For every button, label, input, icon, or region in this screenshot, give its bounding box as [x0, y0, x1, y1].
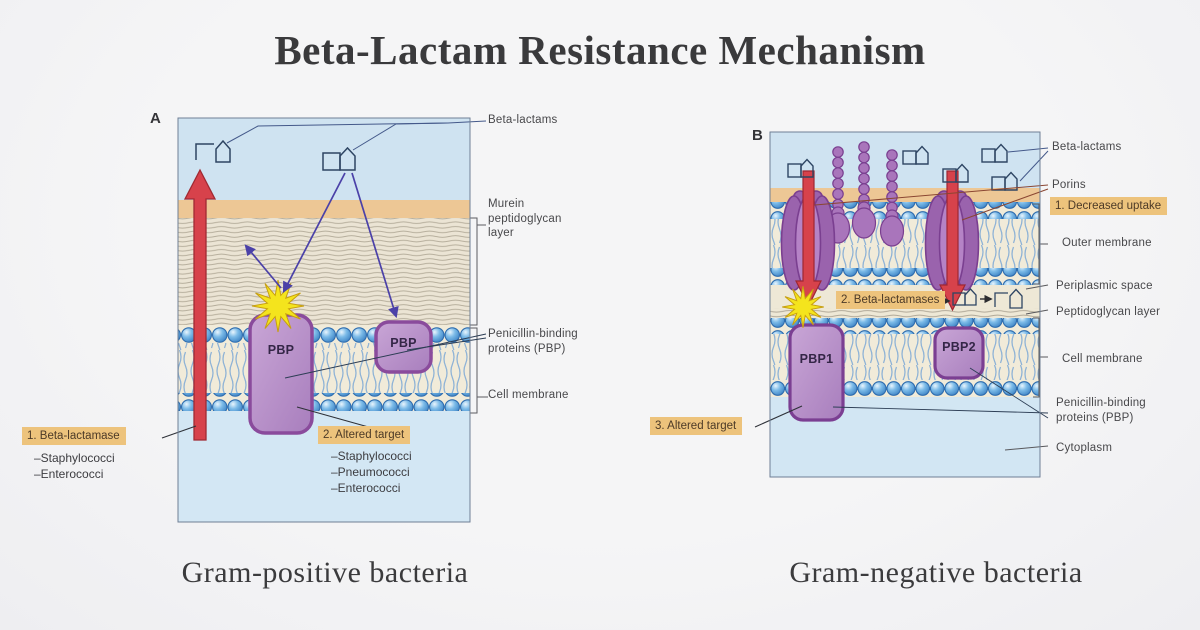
highlight-decreased-uptake: 1. Decreased uptake — [1050, 197, 1168, 215]
list-item: –Staphylococci — [331, 449, 412, 463]
panel-b-border — [769, 131, 1041, 478]
note-beta-lactamase-organisms: –Staphylococci –Enterococci — [34, 450, 115, 482]
beta-lactam-icons — [787, 143, 1018, 191]
label-murein-layer: Murein peptidoglycan layer — [488, 198, 562, 239]
list-item: –Enterococci — [331, 481, 401, 495]
label-peptidoglycan-layer: Peptidoglycan layer — [1056, 306, 1161, 318]
highlight-beta-lactamases: 2. Beta-lactamases — [836, 291, 946, 309]
label-beta-lactams-a: Beta-lactams — [488, 114, 558, 126]
label-outer-membrane: Outer membrane — [1062, 237, 1152, 249]
beta-lactam-attack-arrows — [244, 172, 399, 319]
label-cell-membrane-b: Cell membrane — [1062, 353, 1143, 365]
panel-b-letter: B — [752, 127, 763, 144]
beta-lactamase-export-arrow-icon — [183, 168, 217, 441]
bracket-and-pointer-lines — [161, 217, 488, 439]
label-beta-lactams-b: Beta-lactams — [1052, 141, 1122, 153]
lps-chain-icon — [825, 141, 905, 247]
gram-negative-diagram — [754, 131, 1049, 478]
caption-gram-negative: Gram-negative bacteria — [789, 556, 1083, 589]
cell-layers — [178, 118, 470, 522]
pbp-small-text: PBP — [390, 336, 417, 350]
label-connector-lines — [226, 120, 487, 151]
panel-a-letter: A — [150, 110, 161, 127]
page-title: Beta-Lactam Resistance Mechanism — [274, 27, 926, 73]
label-connector-lines — [754, 147, 1049, 451]
pbp1-text: PBP1 — [799, 352, 834, 366]
label-cell-membrane-a: Cell membrane — [488, 389, 569, 401]
pbp-large-text: PBP — [267, 343, 295, 357]
gram-positive-diagram — [161, 117, 488, 523]
note-beta-lactamase: 1. Beta-lactamase — [22, 427, 126, 445]
list-item: –Staphylococci — [34, 451, 115, 465]
label-periplasmic-space: Periplasmic space — [1056, 280, 1153, 292]
list-item: –Enterococci — [34, 467, 104, 481]
highlight-altered-target: 3. Altered target — [650, 417, 743, 435]
caption-gram-positive: Gram-positive bacteria — [181, 556, 469, 589]
note-altered-target-a: 2. Altered target — [318, 426, 411, 444]
pbp-shape-small — [374, 320, 433, 374]
label-pbp-a: Penicillin-binding proteins (PBP) — [488, 328, 578, 355]
beta-lactam-icon — [322, 146, 356, 171]
label-pbp-b: Penicillin-binding proteins (PBP) — [1056, 397, 1146, 424]
beta-lactam-broken-icon — [195, 139, 231, 163]
label-cytoplasm: Cytoplasm — [1056, 442, 1113, 454]
pbp2-text: PBP2 — [942, 340, 976, 354]
label-porins: Porins — [1052, 179, 1086, 191]
uptake-arrow-icons — [795, 170, 966, 312]
list-item: –Pneumococci — [331, 465, 410, 479]
pbp1-shape — [788, 323, 845, 422]
starburst-icon — [782, 286, 824, 328]
panel-a-border — [177, 117, 471, 523]
pbp2-shape — [933, 326, 985, 380]
note-altered-target-organisms: –Staphylococci –Pneumococci –Enterococci — [331, 448, 412, 496]
